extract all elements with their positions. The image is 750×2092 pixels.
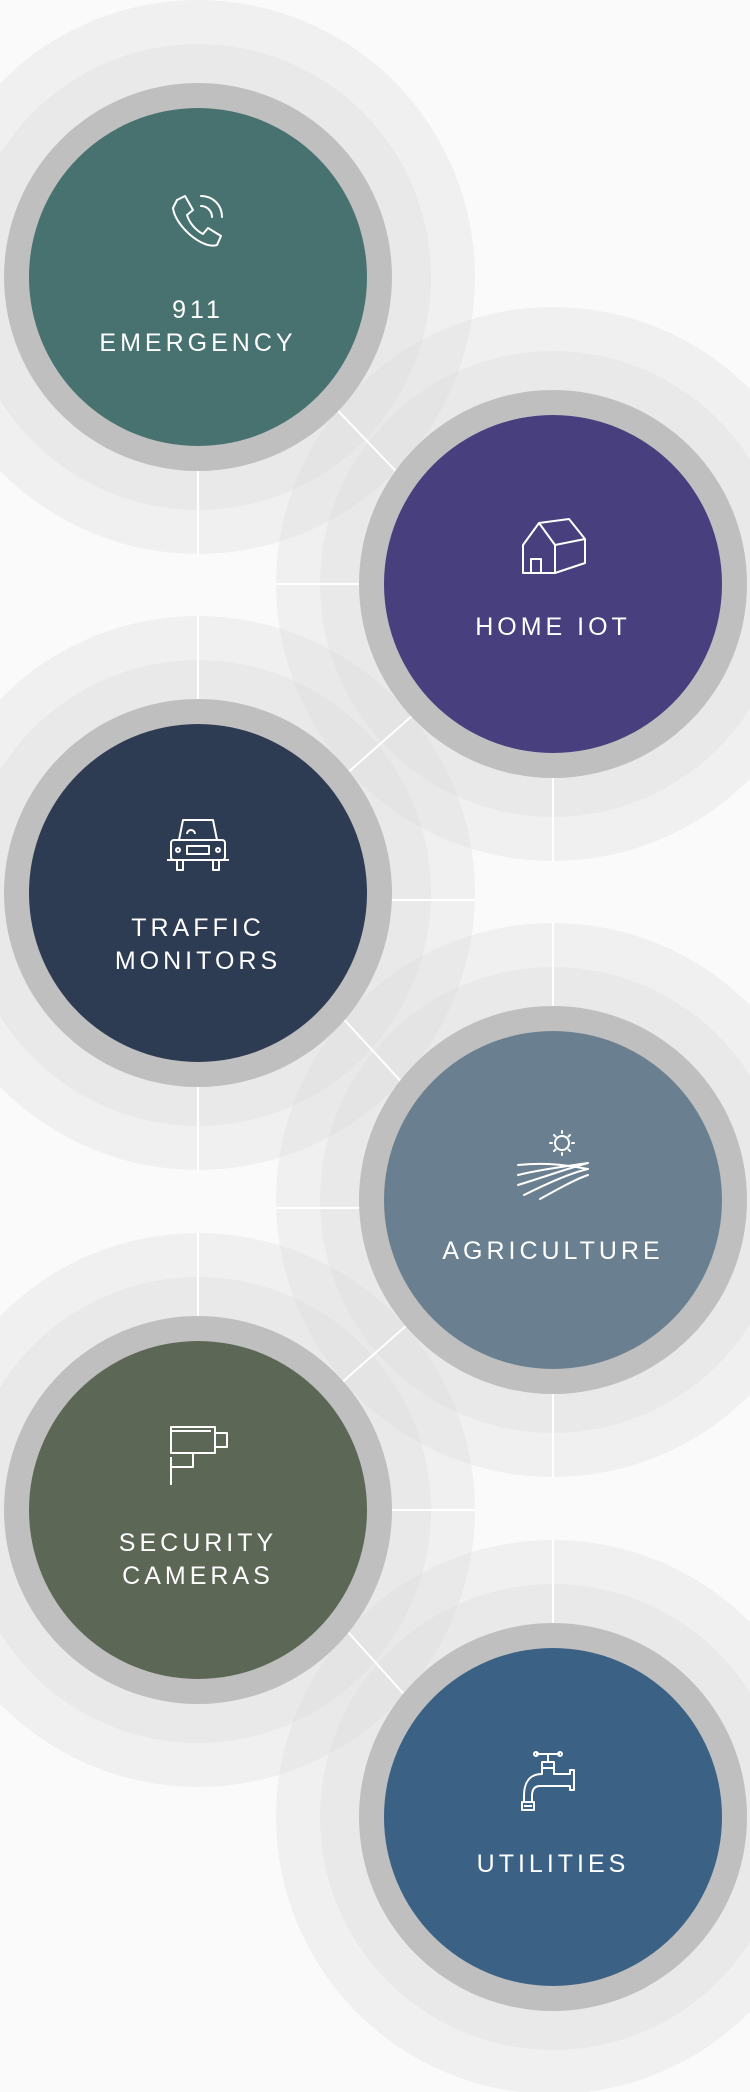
node-label-line1: UTILITIES <box>476 1850 630 1878</box>
node-label-line1: SECURITY <box>118 1529 278 1557</box>
node-label-line1: HOME IOT <box>475 613 631 641</box>
node-security-cameras: SECURITY CAMERAS <box>29 1341 367 1679</box>
node-label-line1: TRAFFIC <box>131 914 265 942</box>
water-faucet-icon <box>520 1750 586 1821</box>
node-label: 911 EMERGENCY <box>29 294 367 360</box>
node-911-emergency: 911 EMERGENCY <box>29 108 367 446</box>
node-label-line1: 911 <box>172 296 224 324</box>
node-utilities: UTILITIES <box>384 1648 722 1986</box>
node-label: SECURITY CAMERAS <box>29 1527 367 1593</box>
node-label-line1: AGRICULTURE <box>442 1237 664 1265</box>
node-label-line2: EMERGENCY <box>99 329 297 357</box>
node-traffic-monitors: TRAFFIC MONITORS <box>29 724 367 1062</box>
security-camera-icon <box>165 1423 231 1496</box>
node-label-line2: MONITORS <box>114 947 282 975</box>
sun-field-icon <box>514 1129 592 1208</box>
node-agriculture: AGRICULTURE <box>384 1031 722 1369</box>
node-label: AGRICULTURE <box>384 1235 722 1268</box>
node-home-iot: HOME IOT <box>384 415 722 753</box>
node-label: UTILITIES <box>384 1848 722 1881</box>
node-label-line2: CAMERAS <box>122 1562 274 1590</box>
house-icon <box>517 515 589 582</box>
node-label: HOME IOT <box>384 611 722 644</box>
car-icon <box>165 812 231 883</box>
phone-ringing-icon <box>163 190 233 261</box>
node-label: TRAFFIC MONITORS <box>29 912 367 978</box>
